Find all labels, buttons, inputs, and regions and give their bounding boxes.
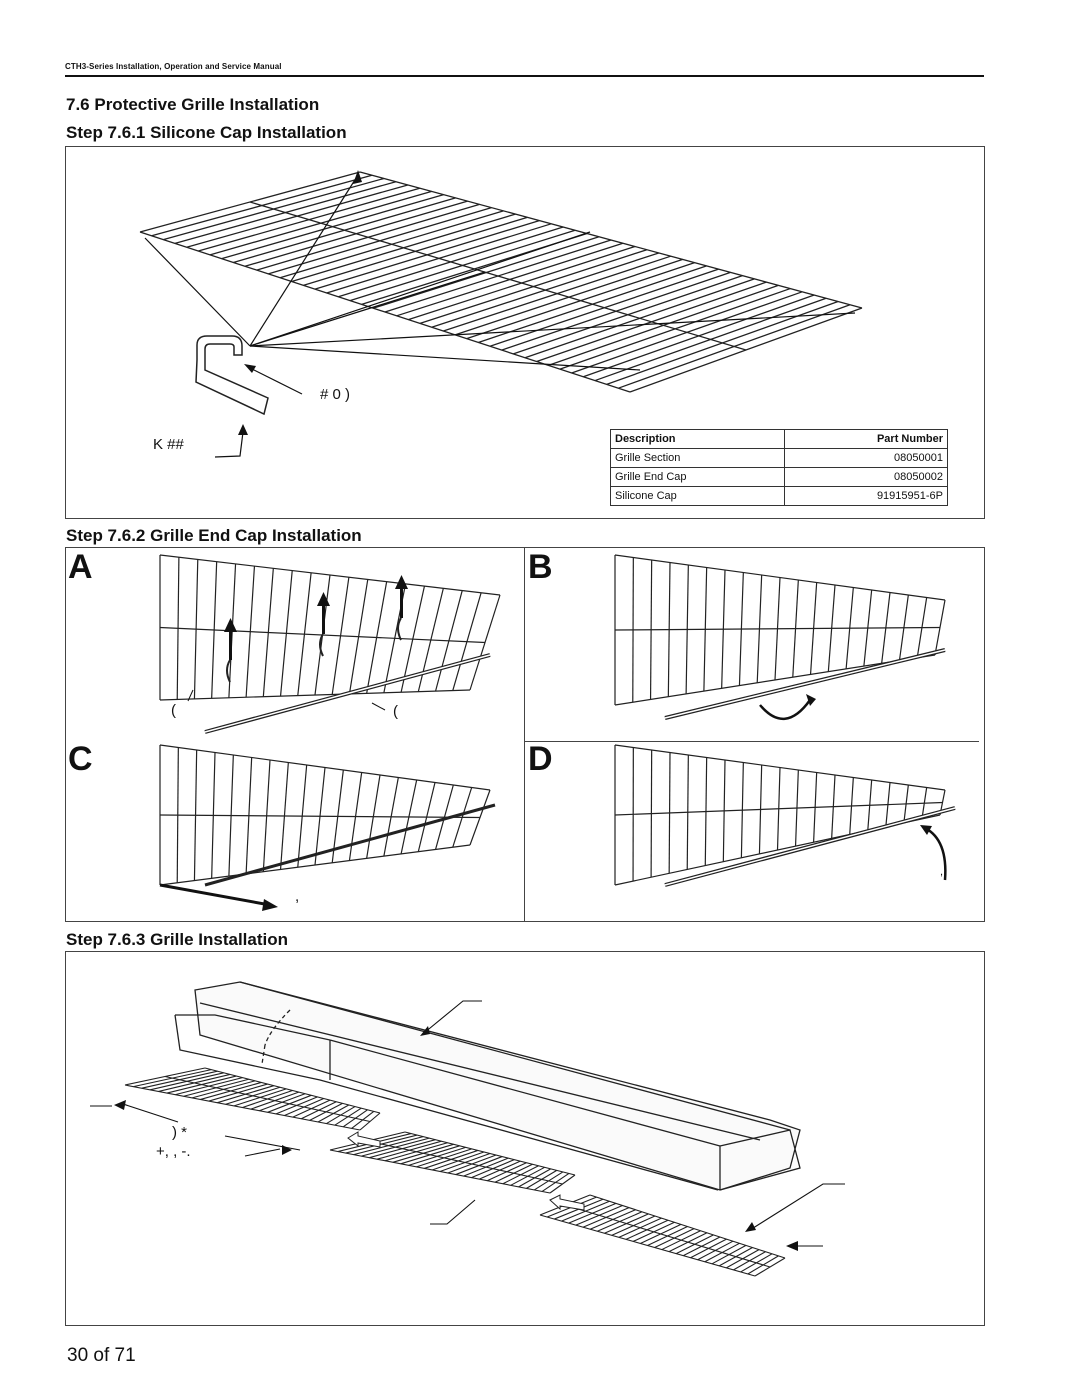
grille-wire [614,554,946,601]
panel-d-letter: D [528,740,553,778]
step-2-divider-h [524,741,979,742]
panel-a-letter: A [68,548,93,586]
step-2-divider-v [524,547,525,922]
header-rule [65,75,984,77]
step-1-title: Step 7.6.1 Silicone Cap Installation [66,123,347,142]
grille-wire [614,801,943,816]
heater-body [174,981,801,1191]
grille-wire [359,171,863,309]
step-3-callout-2: +, , -. [156,1143,191,1160]
table-row: Silicone Cap 91915951-6P [609,486,948,506]
grille-wire [329,1149,551,1194]
step-3-callout-1: ) * [172,1124,187,1141]
grille-wire [139,231,631,393]
grille-wire [614,744,946,791]
grille-wire [614,626,941,631]
grille-wire [404,1131,576,1176]
step-3-title: Step 7.6.3 Grille Installation [66,930,289,949]
panel-c-letter: C [68,740,93,778]
panel-d-mark: , [940,866,944,878]
grille-wire [204,1067,381,1114]
grille-wire [539,1214,756,1277]
grille-wire [159,554,501,596]
grille-wire [159,744,491,791]
grille-wire [564,1204,771,1268]
step-1-figure-box [65,146,985,519]
part-description: Silicone Cap [609,486,786,506]
table-row: Grille End Cap 08050002 [609,467,948,487]
running-header: CTH3-Series Installation, Operation and … [65,62,282,71]
step-2-title: Step 7.6.2 Grille End Cap Installation [66,526,362,545]
part-description: Grille Section [609,448,786,468]
step-3-figure-box [65,951,985,1326]
grille-wire [589,1194,786,1259]
tubing-callout-label: K ## [153,436,184,453]
step-2-figure-box [65,547,985,922]
page-number: 30 of 71 [67,1345,136,1366]
grille-wire [159,844,471,886]
grille-wire [164,1075,371,1123]
cap-callout-label: # 0 ) [320,386,351,403]
panel-b-letter: B [528,548,553,586]
grille-wire [124,1084,361,1131]
parts-table: Description Part Number Grille Section 0… [609,429,948,506]
section-title: 7.6 Protective Grille Installation [66,95,320,114]
panel-c-mark: , [295,888,300,905]
panel-a-mark-right: ( [393,703,398,720]
grille-wire [159,689,471,701]
grille-wire [367,1140,563,1185]
panel-a-mark-left: ( [171,702,176,719]
grille-wire [249,201,747,351]
grille-wire [159,814,481,819]
part-number: 91915951-6P [784,486,948,506]
silicone-cap-shape [195,335,269,416]
part-number: 08050002 [784,467,948,487]
table-row: Grille Section 08050001 [609,448,948,468]
